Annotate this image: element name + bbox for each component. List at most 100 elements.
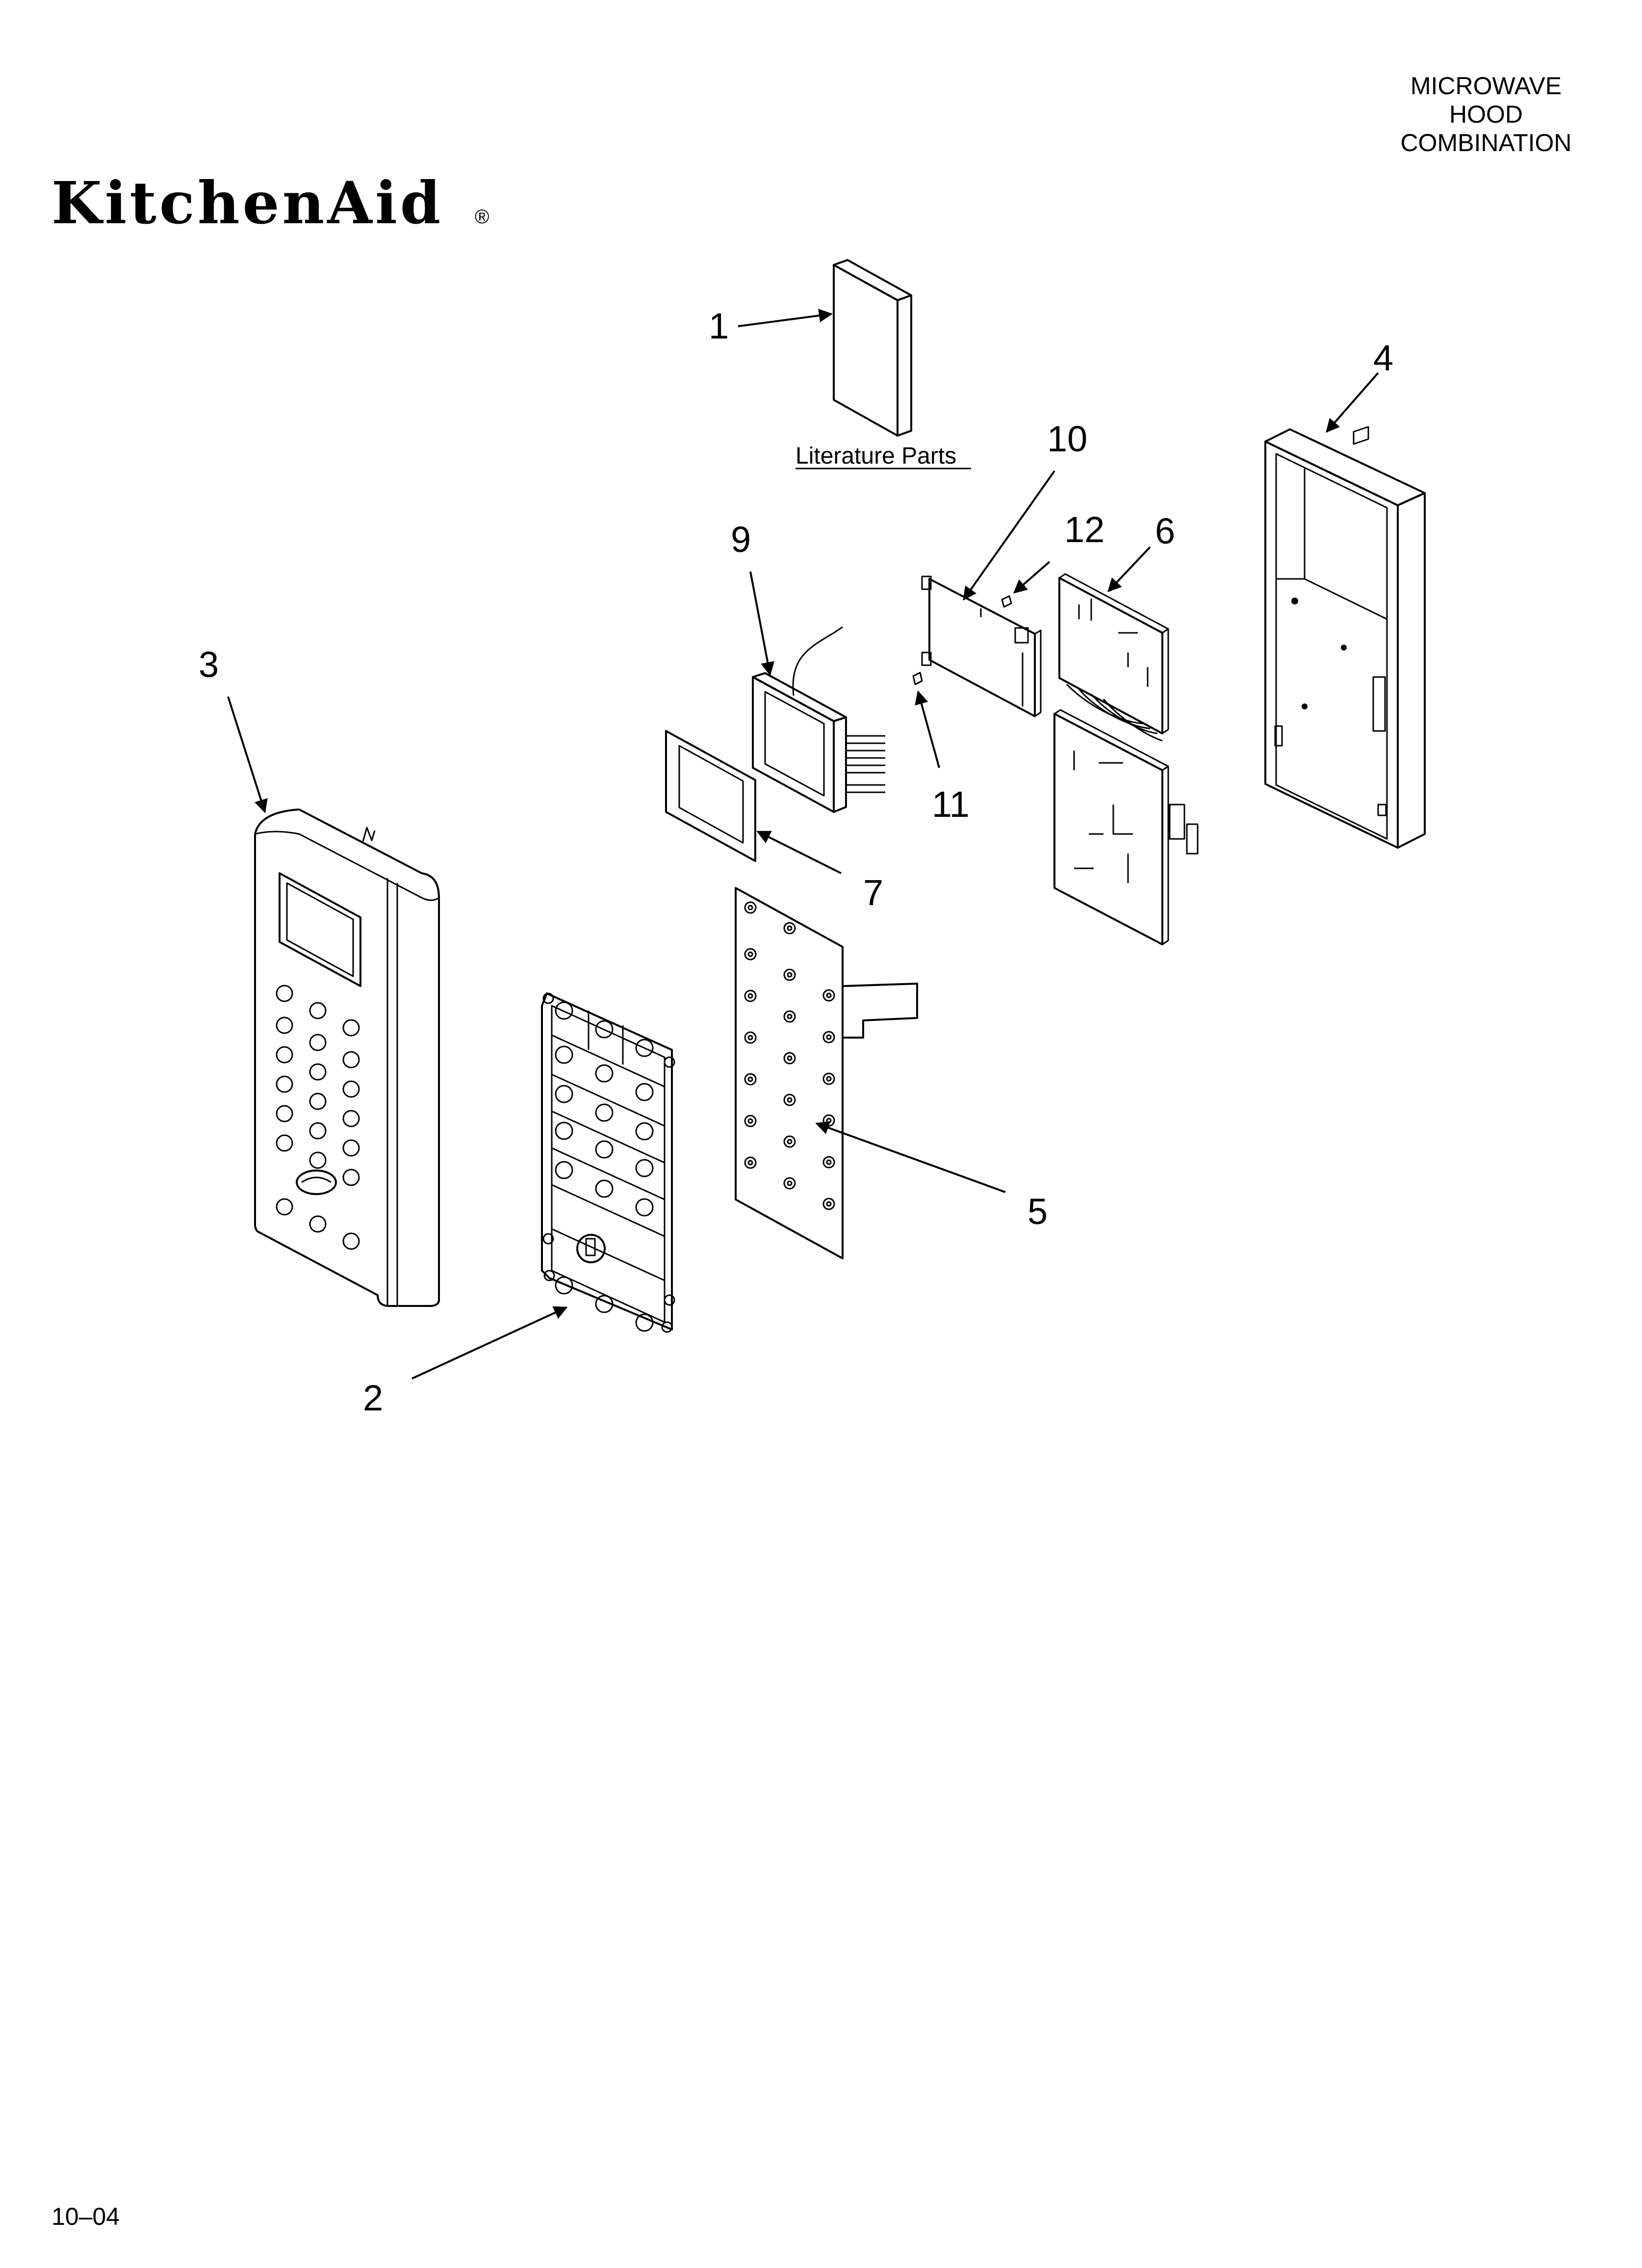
callout-5: 5 bbox=[1027, 1191, 1048, 1232]
membrane-contact bbox=[744, 901, 757, 914]
membrane-contact bbox=[822, 1156, 835, 1169]
membrane-contact-center bbox=[747, 905, 753, 911]
membrane-contact-center bbox=[747, 1035, 753, 1041]
membrane-contact bbox=[783, 922, 796, 935]
fascia-button-hole bbox=[309, 1215, 327, 1233]
fascia-button-hole bbox=[276, 1134, 293, 1152]
membrane-contact-center bbox=[826, 1034, 832, 1040]
membrane-contact bbox=[744, 948, 757, 961]
frame-button-post bbox=[635, 1198, 654, 1217]
fascia-button-hole bbox=[309, 1151, 327, 1169]
fascia-button-hole bbox=[342, 1080, 360, 1098]
leader-2 bbox=[411, 1306, 568, 1380]
frame-mount-tab bbox=[542, 992, 554, 1004]
frame-button-post bbox=[635, 1039, 654, 1057]
membrane-contact bbox=[783, 1010, 796, 1023]
fascia-button-hole bbox=[342, 1232, 360, 1250]
document-code: 10–04 bbox=[51, 2203, 120, 2230]
callout-12: 12 bbox=[1064, 509, 1104, 550]
frame-mount-tab bbox=[664, 1294, 675, 1306]
leader-5 bbox=[815, 1121, 1006, 1193]
part-5-membrane-switch bbox=[735, 887, 918, 1259]
frame-mount-tab bbox=[661, 1321, 673, 1333]
fascia-button-hole bbox=[276, 1105, 293, 1122]
membrane-contact-center bbox=[787, 972, 793, 978]
callout-2: 2 bbox=[363, 1378, 383, 1418]
membrane-contact-center bbox=[747, 1076, 753, 1082]
frame-mount-tab bbox=[542, 1233, 554, 1245]
callout-9: 9 bbox=[731, 519, 751, 560]
fascia-button-hole bbox=[309, 1002, 327, 1019]
fascia-button-hole bbox=[276, 1198, 293, 1216]
membrane-contact-center bbox=[747, 1118, 753, 1124]
frame-button-post bbox=[555, 1121, 573, 1140]
leader-1 bbox=[738, 309, 833, 327]
membrane-contact bbox=[744, 990, 757, 1002]
frame-mount-tab bbox=[664, 1056, 675, 1068]
frame-button-post bbox=[555, 1276, 573, 1295]
membrane-contact bbox=[744, 1031, 757, 1044]
membrane-contact-center bbox=[826, 1076, 832, 1082]
literature-parts-label: Literature Parts bbox=[795, 443, 956, 469]
frame-button-post bbox=[595, 1103, 614, 1122]
part-9-display-window bbox=[752, 626, 885, 813]
part-1-literature-book bbox=[833, 259, 912, 437]
leader-11 bbox=[915, 690, 940, 768]
brand-logo: KitchenAid bbox=[51, 169, 443, 237]
fascia-button-hole bbox=[309, 1063, 327, 1081]
callout-numbers: 1 2 3 4 5 6 7 9 10 11 12 bbox=[199, 306, 1393, 1418]
leader-3 bbox=[227, 696, 268, 813]
frame-button-post bbox=[635, 1159, 654, 1177]
fascia-button-hole bbox=[276, 1017, 293, 1034]
membrane-contact-center bbox=[787, 1139, 793, 1145]
callout-10: 10 bbox=[1047, 418, 1087, 459]
fascia-button-hole bbox=[309, 1093, 327, 1110]
title-line-3: COMBINATION bbox=[1400, 129, 1571, 156]
fascia-button-hole bbox=[309, 1034, 327, 1051]
membrane-contact bbox=[744, 1156, 757, 1169]
membrane-contact-center bbox=[787, 1014, 793, 1019]
membrane-contact bbox=[783, 968, 796, 981]
fascia-button-hole bbox=[309, 1122, 327, 1140]
membrane-contact bbox=[744, 1073, 757, 1086]
callout-7: 7 bbox=[863, 872, 883, 913]
leader-lines bbox=[227, 309, 1379, 1380]
membrane-contact-center bbox=[826, 992, 832, 998]
membrane-contact-center bbox=[787, 1055, 793, 1061]
part-10-control-board bbox=[921, 575, 1042, 717]
fascia-button-hole bbox=[276, 1046, 293, 1064]
membrane-contact bbox=[822, 1114, 835, 1127]
part-3-front-fascia bbox=[254, 808, 440, 1307]
membrane-contact bbox=[783, 1177, 796, 1190]
membrane-contact bbox=[783, 1052, 796, 1065]
frame-button-post bbox=[635, 1122, 654, 1141]
callout-11: 11 bbox=[932, 784, 970, 825]
fascia-button-hole bbox=[342, 1019, 360, 1037]
document-title: MICROWAVE HOOD COMBINATION bbox=[1400, 72, 1571, 156]
callout-3: 3 bbox=[199, 644, 219, 685]
frame-button-post bbox=[595, 1179, 614, 1198]
fascia-button-hole bbox=[342, 1051, 360, 1069]
membrane-contact bbox=[822, 1198, 835, 1210]
fascia-button-hole bbox=[342, 1139, 360, 1157]
part-6-power-boards bbox=[1053, 573, 1199, 945]
frame-button-post bbox=[635, 1313, 654, 1332]
frame-button-post bbox=[555, 1161, 573, 1179]
leader-9 bbox=[749, 571, 775, 676]
membrane-contact bbox=[744, 1115, 757, 1127]
part-4-control-housing bbox=[1264, 426, 1426, 849]
callout-4: 4 bbox=[1373, 338, 1393, 378]
callout-6: 6 bbox=[1155, 511, 1175, 551]
membrane-contact-center bbox=[747, 993, 753, 999]
leader-12 bbox=[1013, 561, 1051, 594]
membrane-contact-center bbox=[787, 925, 793, 931]
part-12-clip bbox=[1001, 595, 1012, 608]
frame-mount-tab bbox=[543, 1270, 555, 1281]
frame-button-post bbox=[595, 1295, 614, 1313]
membrane-contact bbox=[822, 989, 835, 1002]
registered-mark: ® bbox=[475, 206, 489, 228]
membrane-contact bbox=[783, 1094, 796, 1106]
fascia-button-hole bbox=[276, 1075, 293, 1093]
membrane-contact bbox=[822, 1072, 835, 1085]
